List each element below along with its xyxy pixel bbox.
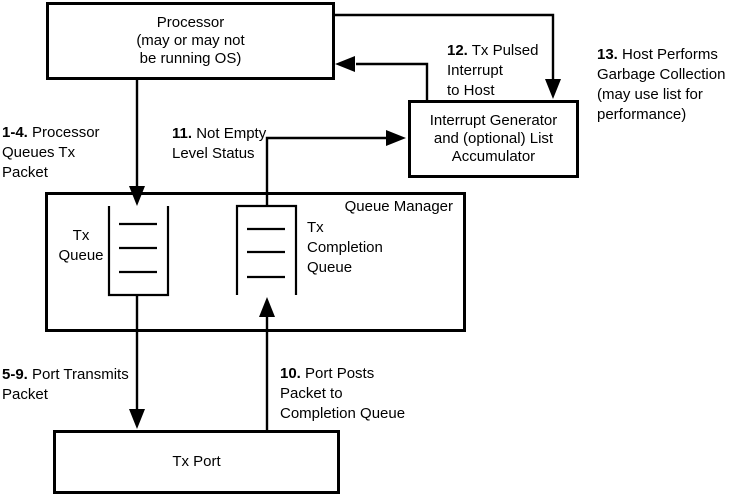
- tx-queue-symbol: [107, 206, 170, 297]
- step-number-11: 11.: [172, 125, 193, 142]
- step-text-5-9: Port Transmits Packet: [2, 366, 129, 403]
- tx-port-label: Tx Port: [172, 453, 221, 470]
- interrupt-generator-label: Interrupt Generator and (optional) List …: [429, 112, 558, 165]
- tx-completion-queue-symbol: [235, 204, 298, 295]
- step-label-13: 13. Host Performs Garbage Collection (ma…: [597, 25, 731, 125]
- arrow-tx-port-to-completion-queue: [259, 297, 275, 430]
- interrupt-generator-box: Interrupt Generator and (optional) List …: [408, 100, 579, 178]
- step-label-10: 10. Port Posts Packet to Completion Queu…: [280, 344, 405, 424]
- step-text-11: Not Empty Level Status: [172, 125, 267, 162]
- step-label-5-9: 5-9. Port Transmits Packet: [2, 345, 129, 405]
- step-text-12: Tx Pulsed Interrupt to Host: [447, 42, 539, 99]
- step-text-1-4: Processor Queues Tx Packet: [2, 124, 100, 181]
- arrow-host-garbage-collection: [333, 13, 561, 99]
- queue-manager-label: Queue Manager: [344, 198, 453, 215]
- tx-port-box: Tx Port: [53, 430, 340, 494]
- step-text-13: Host Performs Garbage Collection (may us…: [597, 46, 726, 123]
- processor-label: Processor (may or may not be running OS): [136, 14, 245, 67]
- tx-queue-label: Tx Queue: [58, 227, 104, 264]
- step-number-5-9: 5-9.: [2, 366, 28, 383]
- step-label-11: 11. Not Empty Level Status: [172, 104, 266, 164]
- arrow-not-empty-status: [265, 130, 406, 206]
- step-label-12: 12. Tx Pulsed Interrupt to Host: [447, 21, 538, 101]
- arrow-interrupt-to-host: [335, 56, 429, 100]
- step-number-13: 13.: [597, 46, 618, 63]
- arrow-tx-queue-to-tx-port: [129, 296, 145, 429]
- step-number-10: 10.: [280, 365, 301, 382]
- step-text-10: Port Posts Packet to Completion Queue: [280, 365, 406, 422]
- tx-completion-queue-label: Tx Completion Queue: [307, 219, 383, 276]
- queue-manager-box: Queue Manager: [45, 192, 466, 332]
- step-label-1-4: 1-4. Processor Queues Tx Packet: [2, 103, 100, 183]
- arrow-processor-to-tx-queue: [129, 79, 145, 206]
- step-number-12: 12.: [447, 42, 468, 59]
- processor-box: Processor (may or may not be running OS): [46, 2, 335, 80]
- step-number-1-4: 1-4.: [2, 124, 28, 141]
